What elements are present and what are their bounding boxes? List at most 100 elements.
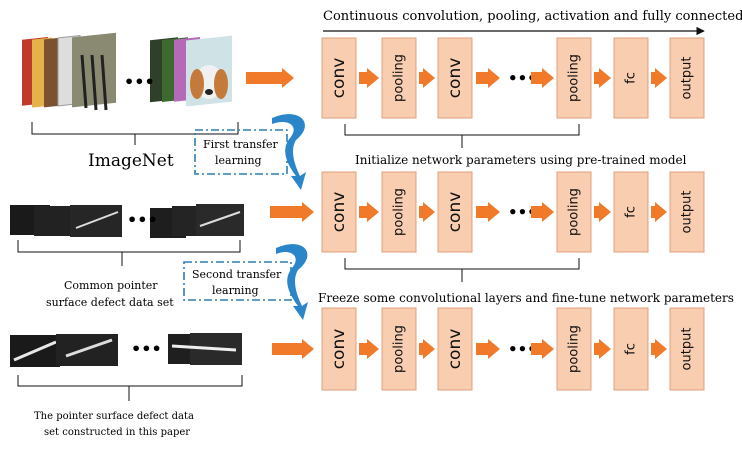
fc-block-box [613, 171, 649, 253]
conv-label: conv [329, 192, 349, 233]
ellipsis: ••• [124, 72, 155, 91]
orange-arrow-icon [594, 202, 611, 222]
conv-block: conv [437, 37, 473, 119]
conv-block: conv [321, 307, 357, 391]
pooling-label: pooling [567, 325, 582, 373]
pooling-block: pooling [556, 307, 592, 391]
pooling-label: pooling [567, 188, 582, 236]
common-dataset-thumbnails [10, 204, 244, 238]
pooling-label: pooling [392, 188, 407, 236]
ellipsis: ••• [127, 210, 158, 229]
orange-arrow-icon [594, 339, 611, 359]
output-block-box [669, 37, 705, 119]
pooling-block: pooling [381, 171, 417, 253]
fc-block-box [613, 37, 649, 119]
orange-arrow-icon [651, 339, 667, 359]
fc-block-box [613, 307, 649, 391]
paper-dataset-label-1: The pointer surface defect data [34, 411, 194, 422]
imagenet-thumbnails [22, 32, 232, 111]
network-rows: conv pooling conv ••• pooling fc output conv poo… [246, 37, 705, 391]
orange-arrow-icon [651, 68, 667, 88]
conv-label: conv [329, 329, 349, 370]
fc-block: fc [613, 171, 649, 253]
first-transfer-label-2: learning [215, 154, 262, 167]
pooling-block: pooling [381, 37, 417, 119]
conv-block-box [321, 37, 357, 119]
output-block: output [669, 171, 705, 253]
pooling-label: pooling [392, 54, 407, 102]
conv-label: conv [445, 329, 465, 370]
pooling-block-box [556, 171, 592, 253]
output-block: output [669, 37, 705, 119]
orange-arrow-icon [359, 202, 379, 222]
first-transfer-box [194, 129, 288, 175]
network-row-2: conv pooling conv ••• pooling fc output [270, 171, 705, 253]
first-transfer-label-1: First transfer [203, 138, 279, 151]
output-label: output [680, 191, 695, 234]
orange-arrow-icon [272, 339, 314, 359]
conv-block-box [437, 307, 473, 391]
orange-arrow-icon [476, 339, 500, 359]
row2-caption: Initialize network parameters using pre-… [355, 153, 687, 167]
conv-block: conv [437, 307, 473, 391]
pooling-block-box [381, 307, 417, 391]
conv-label: conv [329, 58, 349, 99]
orange-arrow-icon [246, 68, 294, 88]
second-transfer-box [183, 261, 292, 301]
network-row-1: conv pooling conv ••• pooling fc output [246, 37, 705, 119]
pooling-label: pooling [392, 325, 407, 373]
row3-caption: Freeze some convolutional layers and fin… [318, 291, 734, 305]
orange-arrow-icon [594, 68, 611, 88]
conv-block: conv [321, 171, 357, 253]
second-transfer-label-1: Second transfer [192, 268, 282, 281]
fc-label: fc [624, 72, 639, 84]
conv-label: conv [445, 192, 465, 233]
orange-arrow-icon [531, 68, 554, 88]
pooling-block: pooling [556, 171, 592, 253]
pooling-block-box [381, 171, 417, 253]
ellipsis: ••• [508, 69, 537, 87]
curved-transfer-arrow-icon [276, 244, 308, 320]
pooling-block-box [556, 307, 592, 391]
second-transfer-label-2: learning [212, 284, 259, 297]
orange-arrow-icon [419, 68, 435, 88]
network-row-3: conv pooling conv ••• pooling fc output [272, 307, 705, 391]
output-block-box [669, 307, 705, 391]
ellipsis: ••• [131, 339, 162, 358]
imagenet-label: ImageNet [88, 151, 174, 171]
conv-block-box [437, 37, 473, 119]
output-label: output [680, 57, 695, 100]
top-caption: Continuous convolution, pooling, activat… [323, 9, 742, 24]
orange-arrow-icon [531, 339, 554, 359]
output-label: output [680, 328, 695, 371]
fc-block: fc [613, 37, 649, 119]
ellipsis: ••• [508, 203, 537, 221]
conv-block-box [437, 171, 473, 253]
pooling-block-box [381, 37, 417, 119]
orange-arrow-icon [270, 202, 314, 222]
ellipsis: ••• [508, 340, 537, 358]
conv-label: conv [445, 58, 465, 99]
orange-arrow-icon [531, 202, 554, 222]
fc-label: fc [624, 206, 639, 218]
orange-arrow-icon [419, 339, 435, 359]
paper-dataset-thumbnails [10, 333, 242, 367]
conv-block-box [321, 307, 357, 391]
pooling-block: pooling [381, 307, 417, 391]
pooling-block: pooling [556, 37, 592, 119]
pooling-block-box [556, 37, 592, 119]
output-block: output [669, 307, 705, 391]
conv-block: conv [437, 171, 473, 253]
conv-block: conv [321, 37, 357, 119]
paper-dataset-label-2: set constructed in this paper [44, 427, 190, 438]
common-dataset-label-1: Common pointer [64, 279, 158, 292]
orange-arrow-icon [419, 202, 435, 222]
output-block-box [669, 171, 705, 253]
common-dataset-label-2: surface defect data set [46, 296, 174, 309]
pooling-label: pooling [567, 54, 582, 102]
orange-arrow-icon [476, 202, 500, 222]
orange-arrow-icon [359, 339, 379, 359]
orange-arrow-icon [651, 202, 667, 222]
fc-block: fc [613, 307, 649, 391]
